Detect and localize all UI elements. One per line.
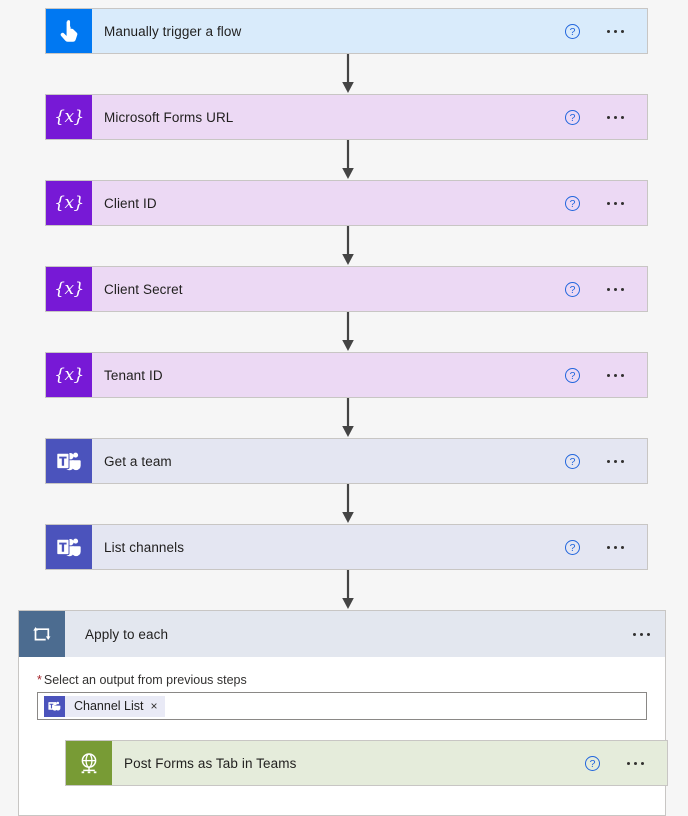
variables-glyph: {x} — [54, 193, 84, 213]
flow-step-body: Tenant ID ? — [92, 353, 647, 397]
scope-content: *Select an output from previous steps — [19, 657, 668, 786]
connector-arrow — [342, 226, 354, 265]
connector-arrow — [342, 398, 354, 437]
help-icon[interactable]: ? — [565, 109, 580, 125]
select-output-label: *Select an output from previous steps — [37, 673, 647, 687]
variables-glyph: {x} — [54, 107, 84, 127]
variables-icon: {x} — [46, 95, 92, 139]
flow-step-tenant-id[interactable]: {x} Tenant ID ? — [45, 352, 648, 398]
scope-actions — [632, 629, 665, 640]
dynamic-content-token[interactable]: Channel List × — [44, 695, 165, 717]
more-commands-icon[interactable] — [632, 629, 651, 640]
variables-icon: {x} — [46, 267, 92, 311]
token-label: Channel List — [74, 699, 144, 713]
more-commands-icon[interactable] — [606, 542, 625, 553]
flow-step-actions: ? — [565, 195, 639, 211]
remove-token-icon[interactable]: × — [150, 699, 158, 713]
flow-step-body: Get a team ? — [92, 439, 647, 483]
flow-step-actions: ? — [565, 453, 639, 469]
help-icon[interactable]: ? — [565, 195, 580, 211]
microsoft-teams-icon — [46, 525, 92, 569]
flow-step-client-secret[interactable]: {x} Client Secret ? — [45, 266, 648, 312]
more-commands-icon[interactable] — [626, 758, 645, 769]
flow-step-title: Manually trigger a flow — [104, 23, 242, 39]
help-icon[interactable]: ? — [565, 453, 580, 469]
more-commands-icon[interactable] — [606, 284, 625, 295]
connector-arrow — [342, 140, 354, 179]
scope-header[interactable]: Apply to each — [19, 611, 665, 657]
flow-step-title: Get a team — [104, 453, 172, 469]
flow-step-body: Post Forms as Tab in Teams ? — [112, 741, 667, 785]
flow-step-client-id[interactable]: {x} Client ID ? — [45, 180, 648, 226]
flow-step-forms-url[interactable]: {x} Microsoft Forms URL ? — [45, 94, 648, 140]
flow-step-actions: ? — [565, 109, 639, 125]
flow-step-actions: ? — [565, 367, 639, 383]
more-commands-icon[interactable] — [606, 370, 625, 381]
loop-icon — [19, 611, 65, 657]
microsoft-teams-icon — [44, 695, 65, 717]
flow-step-title: List channels — [104, 539, 185, 555]
flow-step-post-forms-as-tab[interactable]: Post Forms as Tab in Teams ? — [65, 740, 668, 786]
variables-glyph: {x} — [54, 279, 84, 299]
connector-arrow — [342, 312, 354, 351]
flow-step-get-a-team[interactable]: Get a team ? — [45, 438, 648, 484]
flow-step-title: Microsoft Forms URL — [104, 109, 234, 125]
more-commands-icon[interactable] — [606, 26, 625, 37]
flow-scope-apply-to-each[interactable]: Apply to each *Select an output from pre… — [18, 610, 668, 816]
flow-step-title: Tenant ID — [104, 367, 163, 383]
microsoft-teams-icon — [46, 439, 92, 483]
required-marker: * — [37, 673, 42, 687]
connector-arrow — [342, 484, 354, 523]
help-icon[interactable]: ? — [565, 281, 580, 297]
variables-icon: {x} — [46, 353, 92, 397]
help-icon[interactable]: ? — [585, 755, 600, 771]
flow-step-title: Client Secret — [104, 281, 183, 297]
help-icon[interactable]: ? — [565, 367, 580, 383]
flow-step-body: Microsoft Forms URL ? — [92, 95, 647, 139]
flow-step-body: Client Secret ? — [92, 267, 647, 311]
flow-step-actions: ? — [565, 539, 639, 555]
more-commands-icon[interactable] — [606, 112, 625, 123]
flow-step-manual-trigger[interactable]: Manually trigger a flow ? — [45, 8, 648, 54]
flow-step-actions: ? — [565, 281, 639, 297]
connector-arrow — [342, 54, 354, 93]
scope-children: Post Forms as Tab in Teams ? — [65, 740, 668, 786]
scope-header-body: Apply to each — [65, 611, 665, 657]
tap-hand-icon — [46, 9, 92, 53]
http-globe-icon — [66, 741, 112, 785]
select-output-input[interactable]: Channel List × — [37, 692, 647, 720]
connector-arrow — [342, 570, 354, 609]
scope-title: Apply to each — [85, 626, 169, 642]
more-commands-icon[interactable] — [606, 198, 625, 209]
variables-icon: {x} — [46, 181, 92, 225]
help-icon[interactable]: ? — [565, 539, 580, 555]
flow-step-body: Client ID ? — [92, 181, 647, 225]
flow-step-body: Manually trigger a flow ? — [92, 9, 647, 53]
more-commands-icon[interactable] — [606, 456, 625, 467]
flow-step-actions: ? — [585, 755, 659, 771]
flow-step-body: List channels ? — [92, 525, 647, 569]
flow-step-list-channels[interactable]: List channels ? — [45, 524, 648, 570]
flow-step-actions: ? — [565, 23, 639, 39]
variables-glyph: {x} — [54, 365, 84, 385]
help-icon[interactable]: ? — [565, 23, 580, 39]
flow-step-title: Post Forms as Tab in Teams — [124, 755, 297, 771]
flow-step-title: Client ID — [104, 195, 157, 211]
select-output-label-text: Select an output from previous steps — [43, 673, 247, 687]
